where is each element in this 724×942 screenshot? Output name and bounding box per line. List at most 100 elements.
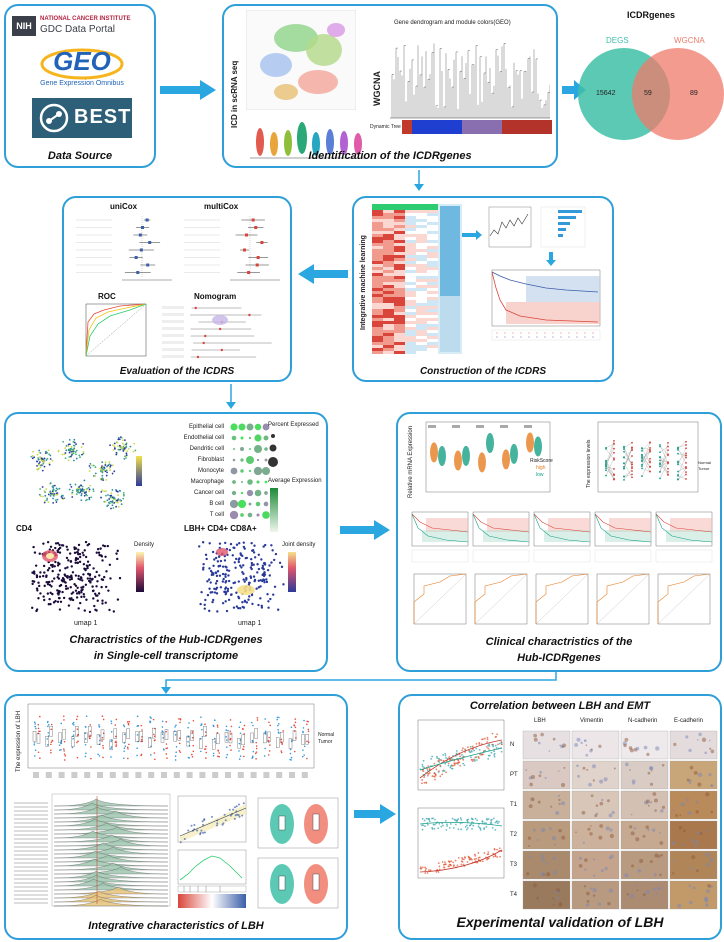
roc-curve — [85, 303, 147, 357]
gsea-enrichment-plot — [177, 849, 247, 908]
nih-logo: NIH NATIONAL CANCER INSTITUTE GDC Data P… — [12, 14, 154, 40]
violin-plot — [250, 122, 366, 159]
venn-right-circle — [632, 48, 724, 140]
venn-diagram: ICDRgenes DEGS WGCNA 15642 59 89 — [578, 4, 724, 164]
ihc-row-1: PT — [510, 772, 518, 778]
lbh-emt-scatter-2 — [417, 807, 505, 879]
ihc-col-2: N-cadherin — [628, 718, 658, 724]
avg-expression-legend — [270, 488, 278, 532]
dotplot-dots — [229, 423, 271, 520]
ihc-col-3: E-cadherin — [674, 718, 704, 724]
joint-density-label: Joint density — [282, 542, 316, 548]
cell-type-3: Fibroblast — [197, 457, 224, 463]
pan-cancer-boxplot — [27, 703, 315, 778]
ihc-col-1: Vimentin — [580, 718, 604, 724]
geo-logo-graphic — [40, 48, 124, 80]
single-cell-panel: Epithelial cell Endothelial cell Dendrit… — [4, 412, 328, 672]
venn-right-label: WGCNA — [674, 36, 705, 45]
km-curve — [491, 269, 601, 341]
lasso-path-plot — [488, 206, 532, 248]
clinical-caption-1: Clinical charactristics of the — [485, 636, 633, 648]
pan-tumor-legend: Tumor — [318, 739, 333, 745]
geo-logo-text: GEO — [53, 46, 111, 76]
evaluation-caption: Evaluation of the ICDRS — [119, 366, 235, 377]
unicox-title: uniCox — [110, 202, 138, 211]
construction-caption: Construction of the ICDRS — [419, 366, 547, 377]
roc-title: ROC — [98, 292, 116, 301]
venn-title: ICDRgenes — [626, 10, 675, 20]
cell-type-1: Endothelial cell — [183, 435, 224, 441]
dendrogram-title: Gene dendrogram and module colors(GEO) — [394, 20, 511, 26]
integrative-panel: The expression of LBH Normal Tumor Integ… — [4, 694, 348, 940]
ihc-row-labels: N PT T1 T2 T3 T4 — [510, 732, 522, 912]
ihc-row-5: T4 — [510, 892, 518, 898]
single-cell-caption-2: in Single-cell transcriptome — [93, 650, 239, 662]
clinical-roc-row — [413, 573, 711, 625]
lbh-joint-density-umap — [198, 541, 285, 613]
identification-panel: ICD in scRNA seq WGCNA Gene dendrogram a… — [222, 4, 558, 168]
dotplot-cell-types: Epithelial cell Endothelial cell Dendrit… — [166, 424, 254, 534]
clinical-paired-plot — [597, 421, 699, 493]
density-label: Density — [134, 542, 155, 548]
clinical-km-row — [411, 511, 713, 563]
ihc-image-grid — [522, 730, 718, 910]
arrow-down-left — [161, 672, 557, 694]
arrow-down-1 — [414, 170, 424, 191]
clinical-ylabel: Relative mRNA Expression — [408, 425, 414, 498]
clinical-caption-2: Hub-ICDRgenes — [517, 652, 601, 664]
nih-badge: NIH — [12, 16, 36, 36]
single-cell-caption-1: Charactristics of the Hub-ICDRgenes — [69, 634, 263, 646]
unicox-forest — [72, 212, 176, 288]
arrow-down-2 — [226, 384, 236, 409]
geo-subtitle: Gene Expression Omnibus — [40, 80, 124, 87]
wgcna-axis-label: WGCNA — [372, 71, 382, 106]
lbh-joint-title: LBH+ CD4+ CD8A+ — [184, 524, 257, 533]
density-colorbar — [136, 552, 144, 592]
geo-logo: GEO Gene Expression Omnibus — [26, 44, 138, 92]
gdc-title: GDC Data Portal — [40, 24, 116, 35]
pathologic-t-violin — [257, 797, 339, 849]
arrow-right-3 — [340, 520, 390, 540]
arrow-down-small — [546, 252, 556, 266]
data-source-panel: NIH NATIONAL CANCER INSTITUTE GDC Data P… — [4, 4, 156, 168]
best-text: BEST — [74, 106, 132, 128]
tumor-legend: Tumor — [698, 466, 710, 471]
clinical-panel: Relative mRNA Expression RiskScore high … — [396, 412, 722, 672]
umap-scatter — [246, 10, 356, 110]
best-icon — [39, 103, 69, 133]
multicox-title: multiCox — [204, 202, 239, 211]
ihc-col-0: LBH — [534, 718, 546, 724]
module-label: Dynamic Tree Cut — [370, 124, 411, 130]
gene-dendrogram — [390, 43, 550, 119]
average-expression-label: Average Expression — [268, 478, 322, 484]
arrow-right-1 — [160, 80, 216, 100]
construction-axis-label: Integrative machine learning — [360, 235, 367, 330]
pan-normal-legend: Normal — [318, 732, 335, 738]
ihc-row-2: T1 — [510, 802, 518, 808]
cd4-density-umap — [22, 534, 132, 620]
percent-legend — [268, 434, 278, 467]
cd4-title: CD4 — [16, 524, 33, 533]
joint-density-colorbar — [288, 552, 296, 592]
integrative-ylabel: The expression of LBH — [16, 710, 22, 772]
venn-circles — [578, 48, 724, 140]
venn-overlap-value: 59 — [644, 90, 652, 97]
identification-caption: Identification of the ICDRgenes — [308, 150, 472, 162]
normal-legend: Normal — [698, 460, 711, 465]
clinical-right-ylabel: The expression levels — [586, 439, 592, 488]
experimental-caption: Experimental validation of LBH — [456, 914, 664, 930]
ihc-column-headers: LBH Vimentin N-cadherin E-cadherin — [516, 718, 720, 728]
cell-type-0: Epithelial cell — [188, 424, 224, 430]
nomogram-plot — [162, 306, 272, 359]
module-color-bar — [402, 120, 552, 134]
nomogram-title: Nomogram — [194, 292, 237, 301]
riskscore-legend-low: low — [536, 472, 544, 478]
cell-type-2: Dendritic cell — [189, 446, 224, 452]
cell-type-8: T cell — [209, 512, 224, 518]
construction-panel: Integrative machine learning Constructio… — [352, 196, 614, 382]
ihc-row-4: T3 — [510, 862, 518, 868]
cell-type-7: B cell — [209, 501, 224, 507]
scrna-axis-label: ICD in scRNA seq — [230, 60, 239, 128]
percent-expressed-label: Percent Expressed — [268, 422, 319, 428]
arrow-left-1 — [298, 264, 348, 284]
